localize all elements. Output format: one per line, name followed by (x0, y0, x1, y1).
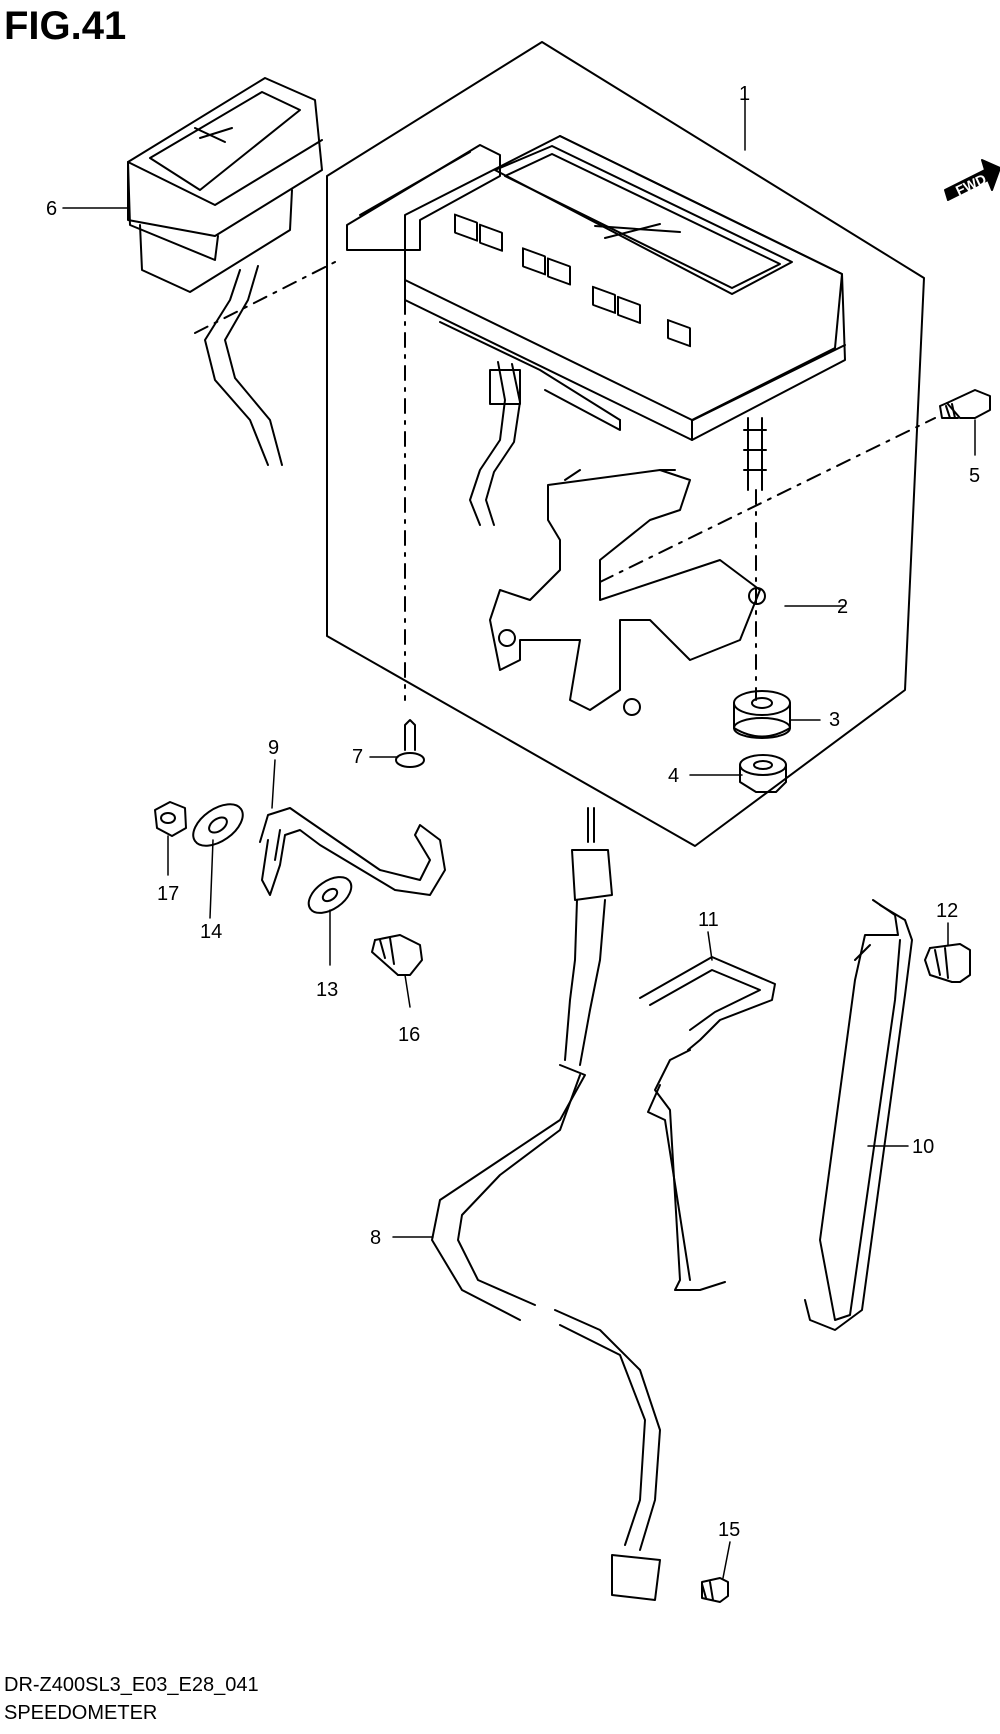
callout-16: 16 (398, 1024, 420, 1046)
callout-1: 1 (739, 83, 750, 105)
callout-3: 3 (829, 709, 840, 731)
callout-2: 2 (837, 596, 848, 618)
callout-14: 14 (200, 921, 222, 943)
bracket-part-10 (804, 899, 913, 1331)
assembly-outline (326, 41, 925, 847)
washer-part-13 (307, 876, 353, 914)
callout-labels: 1 2 3 4 5 6 7 8 9 10 11 12 13 14 15 16 1… (46, 83, 980, 1541)
callout-11: 11 (698, 909, 719, 931)
screw-part-16 (371, 934, 423, 976)
figure-title: FIG.41 (4, 4, 127, 48)
callout-9: 9 (268, 737, 279, 759)
dash-line-6 (194, 261, 336, 334)
bolt-part-5 (939, 389, 991, 419)
washer-part-14 (192, 803, 244, 847)
grommet-part-3 (733, 690, 791, 739)
callout-7: 7 (352, 746, 363, 768)
callout-4: 4 (668, 765, 679, 787)
callout-6: 6 (46, 198, 57, 220)
collar-part-4 (739, 754, 787, 793)
callout-13: 13 (316, 979, 338, 1001)
bolt-part-12 (924, 943, 971, 983)
speedometer-body (346, 135, 846, 526)
diagram-code: DR-Z400SL3_E03_E28_041 (4, 1674, 259, 1696)
clamp-part-9 (259, 807, 446, 896)
screw-part-7 (395, 719, 425, 768)
callout-8: 8 (370, 1227, 381, 1249)
callout-12: 12 (936, 900, 958, 922)
callout-15: 15 (718, 1519, 740, 1541)
callout-5: 5 (969, 465, 980, 487)
screw-part-15 (701, 1577, 729, 1603)
leader-lines (62, 97, 976, 1579)
svg-text:FWD: FWD (953, 171, 989, 199)
callout-10: 10 (912, 1136, 934, 1158)
hanger-part-11 (639, 956, 776, 1291)
cable-part-8 (431, 807, 661, 1601)
callout-17: 17 (157, 883, 179, 905)
fwd-arrow-icon: FWD (944, 159, 1000, 201)
indicator-part-6 (127, 77, 323, 466)
bracket-part-2 (489, 469, 766, 716)
dash-line-5 (599, 417, 936, 583)
diagram-caption: SPEEDOMETER (4, 1702, 158, 1724)
nut-part-17 (154, 801, 187, 837)
